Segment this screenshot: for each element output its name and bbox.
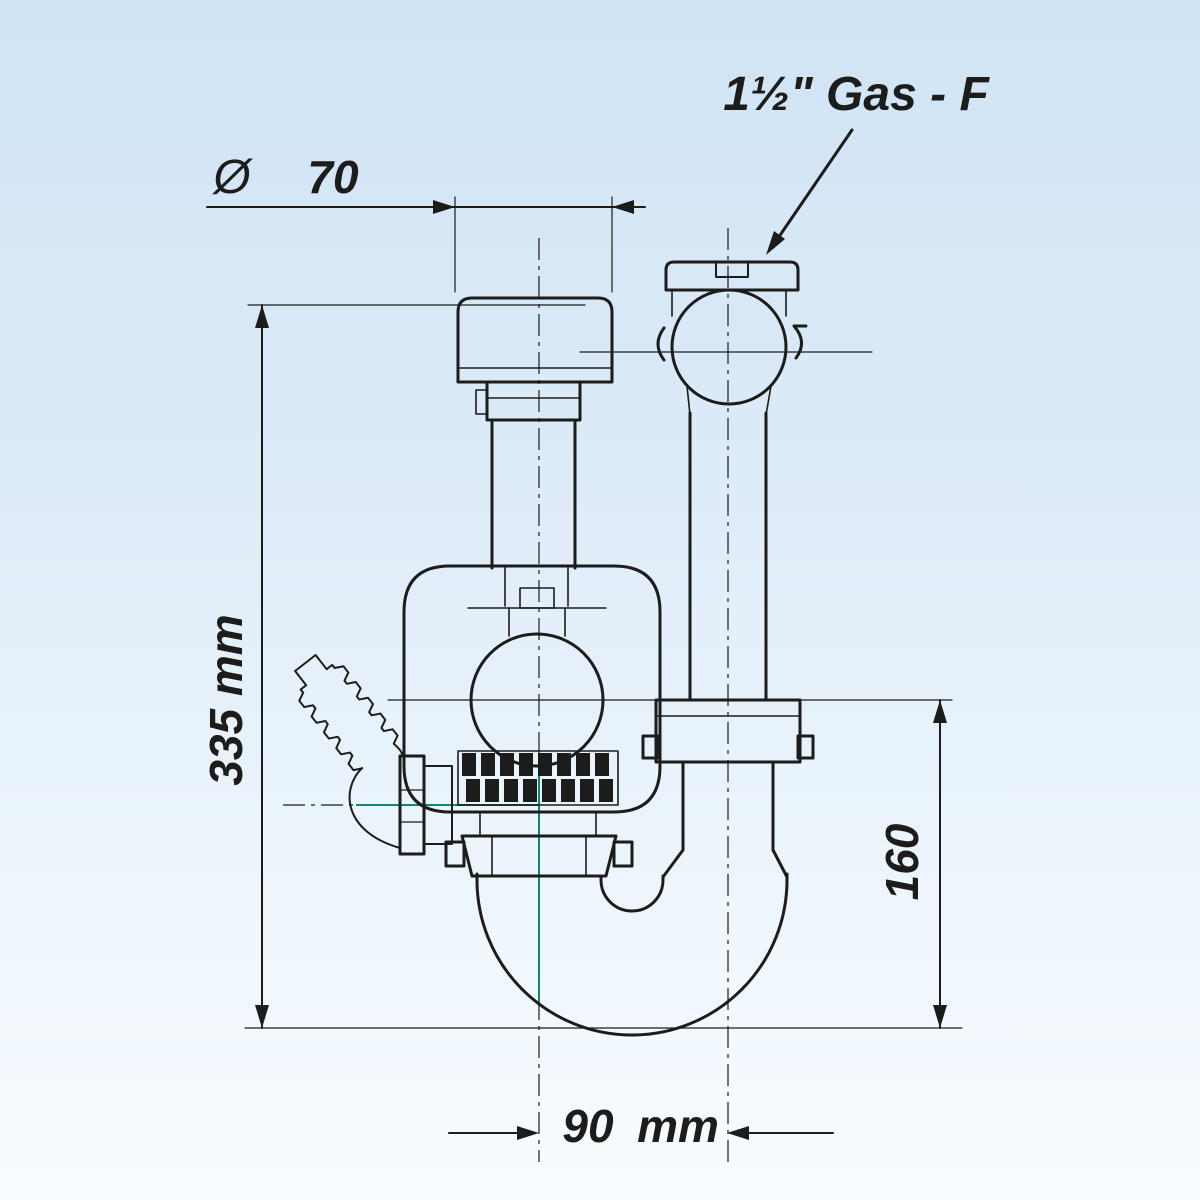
inlet-pipe [490,418,577,570]
outlet-pipe-upper [688,411,768,702]
bell-clip-right [792,324,808,360]
compression-bands [457,750,619,806]
diameter-value-label: 70 [307,151,359,203]
trap-body-boss [519,587,555,609]
dim-total-height: 335 mm [200,304,269,1029]
arrow-left-icon [612,200,634,214]
trap-body [402,564,662,814]
band-frame [457,750,619,806]
diameter-symbol-label: Ø [211,151,253,204]
inlet-nut [456,296,614,384]
arrow-down-icon [933,1005,947,1028]
outlet-pipe-lower [681,760,775,852]
arrow-up-icon [255,305,269,328]
lower-neck [479,811,597,837]
total-height-label: 335 mm [200,614,252,785]
flange-plate [398,754,426,856]
dim-outlet-height: 160 [876,699,947,1029]
outlet-taper [661,848,789,879]
extension-lines [244,196,963,1029]
arrow-up-icon [933,700,947,723]
wall-bell-shoulders [671,289,787,416]
arrow-down-icon [255,1005,269,1028]
hose-barb [294,654,399,772]
distance-unit-label: mm [637,1100,719,1152]
outlet-nut-ear-right [796,734,815,760]
flange-lines [399,789,425,823]
wall-cap [664,260,800,292]
lower-nut-facets [491,835,587,877]
trap-drawing [294,260,873,1037]
u-bend-outer [475,872,789,1037]
hose-elbow [294,654,453,856]
band-row-bottom [466,779,613,802]
trap-body-inner-pipe [467,565,607,637]
wall-bell-sphere [670,288,788,406]
dim-center-distance: 90 mm [448,1100,834,1152]
u-bend-inner [599,874,665,913]
elbow-inner-curve [393,743,405,763]
elbow-outer-curve [348,767,401,849]
hose-barb-ridges [294,654,399,772]
lower-nut [460,834,618,878]
outlet-height-label: 160 [876,823,928,900]
arrow-down-left-icon [766,231,785,255]
arrow-right-icon [517,1126,539,1140]
dim-diameter: Ø 70 [206,151,646,214]
inlet-flange [485,380,582,422]
wall-cap-notch [715,261,749,278]
flange-stub [423,765,453,845]
outlet-nut-ear-left [641,734,660,760]
band-row-top [462,753,609,776]
thread-leader-line [772,128,854,246]
arrow-left-icon [727,1126,749,1140]
thread-callout: 1½" Gas - F [723,68,990,255]
thread-label: 1½" Gas - F [723,68,990,121]
inlet-flange-lines [475,389,581,415]
lower-nut-ear-right [612,840,634,868]
bell-clip-left [656,326,666,362]
distance-value-label: 90 [562,1100,614,1152]
lower-nut-ear-left [444,840,466,868]
arrow-right-icon [433,200,455,214]
